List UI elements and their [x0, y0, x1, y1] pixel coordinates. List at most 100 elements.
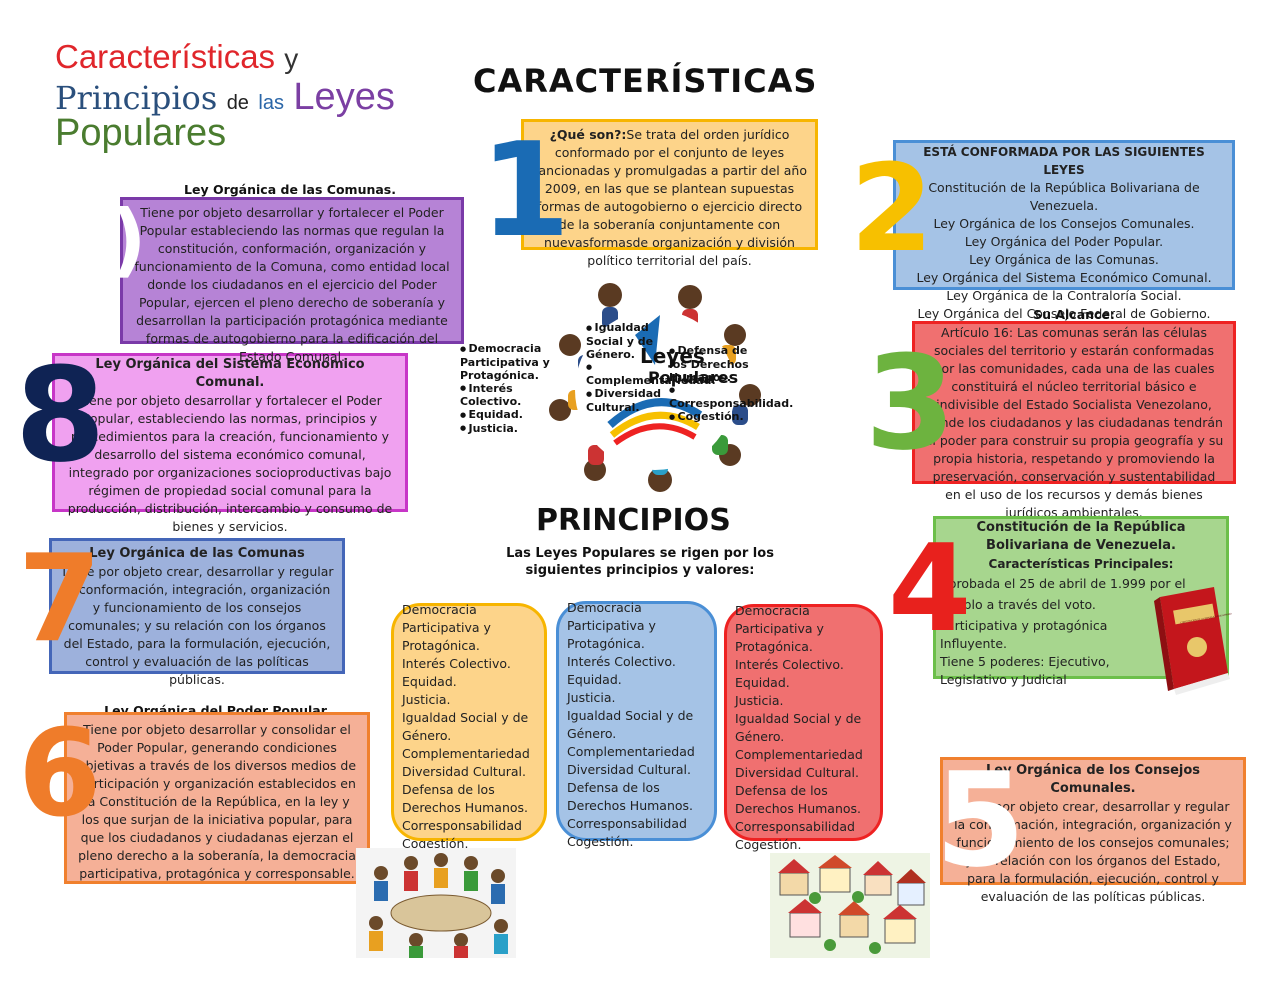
box3-heading: Su Alcance:	[912, 307, 1236, 322]
number-8: 8	[15, 339, 106, 491]
principle-item: Democracia	[735, 603, 810, 618]
principle-item: Corresponsabilidad	[402, 818, 522, 833]
principle-item: Justicia.	[402, 692, 451, 707]
principle-item: Igualdad Social y de	[735, 711, 862, 726]
title-de: de	[226, 92, 249, 114]
principle-item: Equidad.	[735, 675, 790, 690]
principles-box-yellow: Democracia Participativa y Protagónica. …	[391, 602, 547, 851]
box-poder-popular: Tiene por objeto desarrollar y consolida…	[64, 712, 370, 884]
principle-item: Género.	[567, 726, 617, 741]
principle-item: Protagónica.	[735, 639, 813, 654]
principle-item: Igualdad Social y de	[567, 708, 694, 723]
box2-heading: ESTÁ CONFORMADA POR LAS SIGUIENTES LEYES	[923, 145, 1205, 177]
box8-text: Tiene por objeto desarrollar y fortalece…	[67, 393, 393, 534]
principle-item: Participativa y	[402, 620, 491, 635]
box6-text: Tiene por objeto desarrollar y consolida…	[77, 722, 357, 881]
center-list-item: Equidad.	[460, 408, 555, 422]
center-list-item: Diversidad Cultural.	[586, 387, 664, 414]
box-lo-heading: Ley Orgánica de las Comunas.	[184, 182, 396, 197]
title-caracteristicas: Características	[55, 38, 276, 75]
box7-heading: Ley Orgánica de las Comunas	[89, 546, 305, 561]
box7-text: Tiene por objeto crear, desarrollar y re…	[60, 564, 334, 687]
law-item: Ley Orgánica del Consejo Federal de Gobi…	[917, 306, 1211, 321]
principios-heading: PRINCIPIOS	[536, 503, 731, 538]
center-list-item: Defensa de los Derechos Humanos.	[669, 344, 761, 384]
title-principios: Principios	[55, 79, 218, 117]
constitution-book-image: CONSTITUCION DE LA REPUBLICA BOLIVARIANA…	[1154, 587, 1232, 695]
town-houses-image	[770, 853, 930, 958]
box4-line: Tiene 5 poderes: Ejecutivo,	[940, 654, 1110, 669]
box3-text: Artículo 16: Las comunas serán las célul…	[924, 325, 1224, 520]
principle-item: Defensa de los	[735, 783, 828, 798]
principle-item: Cogestión.	[735, 837, 802, 852]
box1-label: ¿Qué son?:	[549, 127, 627, 142]
principle-item: Derechos Humanos.	[567, 798, 694, 813]
principle-item: Cogestión.	[567, 834, 634, 849]
principle-item: Complementariedad	[735, 747, 863, 762]
law-item: Constitución de la República Bolivariana…	[928, 180, 1200, 213]
box-leyes-list: ESTÁ CONFORMADA POR LAS SIGUIENTES LEYES…	[893, 140, 1235, 321]
center-list-item: Corresponsabilidad.	[669, 384, 793, 411]
principle-item: Diversidad Cultural.	[402, 764, 527, 779]
box5-heading: Ley Orgánica de los Consejos Comunales.	[985, 763, 1201, 796]
principle-item: Justicia.	[567, 690, 616, 705]
doc-title-line1: Características y	[55, 38, 298, 76]
box-que-son: ¿Qué son?:Se trata del orden jurídico co…	[521, 119, 818, 268]
box-lo-text: Tiene por objeto desarrollar y fortalece…	[134, 205, 450, 364]
title-leyes: Leyes	[293, 76, 395, 118]
principle-item: Defensa de los	[402, 782, 495, 797]
law-item: Ley Orgánica de los Consejos Comunales.	[933, 216, 1195, 231]
box4-line: Participativa y protagónica	[940, 618, 1108, 633]
title-y: y	[284, 43, 299, 74]
principle-item: Género.	[735, 729, 785, 744]
box4-heading: Constitución de la República Bolivariana…	[976, 520, 1186, 553]
principle-item: Defensa de los	[567, 780, 660, 795]
principle-item: Diversidad Cultural.	[735, 765, 860, 780]
box3-label: Su Alcance:	[1033, 307, 1115, 322]
principle-item: Participativa y	[735, 621, 824, 636]
number-4: 4	[888, 520, 972, 659]
principle-item: Cogestión.	[402, 836, 469, 851]
principle-item: Género.	[402, 728, 452, 743]
center-list-item: Democracia Participativa y Protagónica.	[460, 342, 555, 382]
principle-item: Interés Colectivo.	[567, 654, 676, 669]
principle-item: Participativa y	[567, 618, 656, 633]
center-list-item: Igualdad Social y de Género.	[586, 321, 664, 361]
center-list-item: Complementariedad.	[586, 361, 716, 388]
box5-text: Tiene por objeto crear, desarrollar y re…	[954, 799, 1232, 904]
decorative-number: )	[110, 193, 147, 286]
principle-item: Igualdad Social y de	[402, 710, 529, 725]
box-sistema-economico: Ley Orgánica del Sistema Económico Comun…	[52, 353, 408, 534]
box4-line: Aprobada el 25 de abril de 1.999 por el …	[940, 576, 1186, 612]
community-meeting-image	[356, 848, 516, 958]
principios-subtitle: Las Leyes Populares se rigen por los sig…	[506, 546, 774, 578]
principles-box-blue: Democracia Participativa y Protagónica. …	[556, 600, 717, 849]
center-list-mid: Igualdad Social y de Género. Complementa…	[586, 321, 716, 414]
principle-item: Corresponsabilidad	[735, 819, 855, 834]
doc-title-line2: Principios de las Leyes	[55, 76, 395, 119]
principle-item: Complementariedad	[567, 744, 695, 759]
principle-item: Equidad.	[567, 672, 622, 687]
title-las: las	[258, 92, 284, 114]
principle-item: Corresponsabilidad	[567, 816, 687, 831]
number-7: 7	[18, 530, 102, 669]
law-item: Ley Orgánica del Sistema Económico Comun…	[916, 270, 1212, 285]
number-6: 6	[18, 705, 102, 844]
law-item: Ley Orgánica del Poder Popular.	[964, 234, 1164, 249]
principle-item: Interés Colectivo.	[402, 656, 511, 671]
box4-subheading: Características Principales:	[988, 557, 1174, 571]
principle-item: Derechos Humanos.	[735, 801, 862, 816]
main-heading: CARACTERÍSTICAS	[473, 62, 818, 100]
number-1: 1	[480, 114, 571, 266]
center-list-item: Cogestión.	[669, 410, 761, 424]
center-list-right: Defensa de los Derechos Humanos. Corresp…	[669, 344, 793, 424]
law-item: Ley Orgánica de la Contraloría Social.	[946, 288, 1182, 303]
principles-box-red: Democracia Participativa y Protagónica. …	[724, 603, 883, 852]
center-list-item: Justicia.	[460, 422, 555, 436]
number-5: 5	[935, 744, 1026, 896]
box-ley-comunas: Tiene por objeto desarrollar y fortalece…	[120, 197, 464, 364]
box4-line: Influyente.	[940, 636, 1007, 651]
box4-line: Legislativo y Judicial	[940, 672, 1067, 687]
principle-item: Justicia.	[735, 693, 784, 708]
box-alcance: Artículo 16: Las comunas serán las célul…	[912, 321, 1236, 520]
